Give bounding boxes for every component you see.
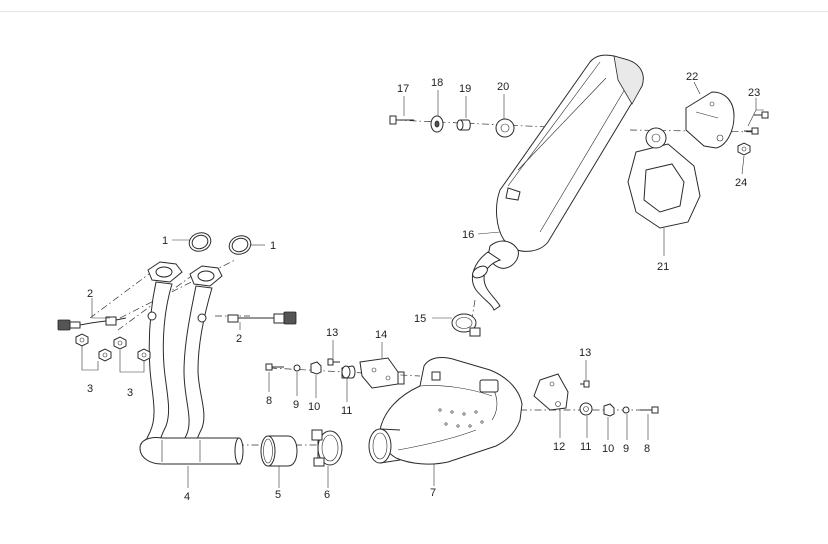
callout-15: 15 bbox=[414, 313, 426, 325]
callout-labels: 1 1 2 2 3 3 4 5 6 7 8 8 9 9 10 10 11 11 … bbox=[87, 71, 760, 503]
o2-sensor-right bbox=[227, 311, 297, 325]
connecting-sleeve bbox=[260, 435, 298, 467]
callout-21: 21 bbox=[657, 261, 669, 273]
fastener-stack-right bbox=[579, 380, 659, 417]
callout-8-left: 8 bbox=[266, 395, 272, 407]
header-pipe-assembly bbox=[139, 261, 244, 465]
muffler-bracket-left bbox=[359, 357, 405, 389]
callout-8-right: 8 bbox=[644, 443, 650, 455]
gasket-left bbox=[188, 232, 212, 252]
callout-1-right: 1 bbox=[270, 240, 276, 252]
o2-sensor-left bbox=[57, 316, 127, 331]
flange-nuts bbox=[75, 333, 151, 362]
muffler-clamp bbox=[451, 313, 481, 337]
callout-4: 4 bbox=[184, 491, 190, 503]
callout-24: 24 bbox=[735, 177, 747, 189]
callout-19: 19 bbox=[459, 83, 471, 95]
callout-11-left: 11 bbox=[341, 405, 352, 417]
callout-9-right: 9 bbox=[623, 443, 629, 455]
callout-9-left: 9 bbox=[293, 399, 299, 411]
callout-11-right: 11 bbox=[580, 441, 591, 453]
heat-shield-holes bbox=[438, 408, 484, 428]
callout-3-right: 3 bbox=[127, 387, 133, 399]
gasket-right bbox=[228, 235, 252, 255]
callout-23: 23 bbox=[748, 87, 760, 99]
silencer-mount-hardware bbox=[389, 115, 515, 138]
silencer-hanger-bracket bbox=[627, 127, 701, 229]
callout-1-left: 1 bbox=[162, 235, 168, 247]
leader-lines bbox=[81, 81, 764, 488]
callout-10-right: 10 bbox=[602, 443, 614, 455]
callout-2-left: 2 bbox=[87, 288, 93, 300]
callout-16: 16 bbox=[462, 229, 474, 241]
callout-13-left: 13 bbox=[326, 327, 338, 339]
callout-14: 14 bbox=[375, 329, 387, 341]
callout-3-left: 3 bbox=[87, 383, 93, 395]
callout-22: 22 bbox=[686, 71, 698, 83]
pre-muffler-box bbox=[368, 357, 523, 465]
callout-18: 18 bbox=[431, 77, 443, 89]
callout-17: 17 bbox=[397, 83, 409, 95]
callout-5: 5 bbox=[275, 489, 281, 501]
top-border-line bbox=[0, 11, 828, 12]
callout-20: 20 bbox=[497, 81, 509, 93]
rear-bolts-nut bbox=[737, 111, 769, 156]
muffler-bracket-right bbox=[533, 373, 569, 411]
callout-2-right: 2 bbox=[236, 333, 242, 345]
callout-12: 12 bbox=[553, 441, 565, 453]
rear-mount-bracket bbox=[685, 91, 735, 149]
callout-10-left: 10 bbox=[308, 401, 320, 413]
callout-13-right: 13 bbox=[579, 347, 591, 359]
silencer-muffler bbox=[472, 54, 644, 311]
callout-7: 7 bbox=[430, 487, 436, 499]
fastener-stack-left bbox=[265, 358, 356, 379]
band-clamp bbox=[311, 429, 343, 467]
callout-6: 6 bbox=[324, 489, 330, 501]
